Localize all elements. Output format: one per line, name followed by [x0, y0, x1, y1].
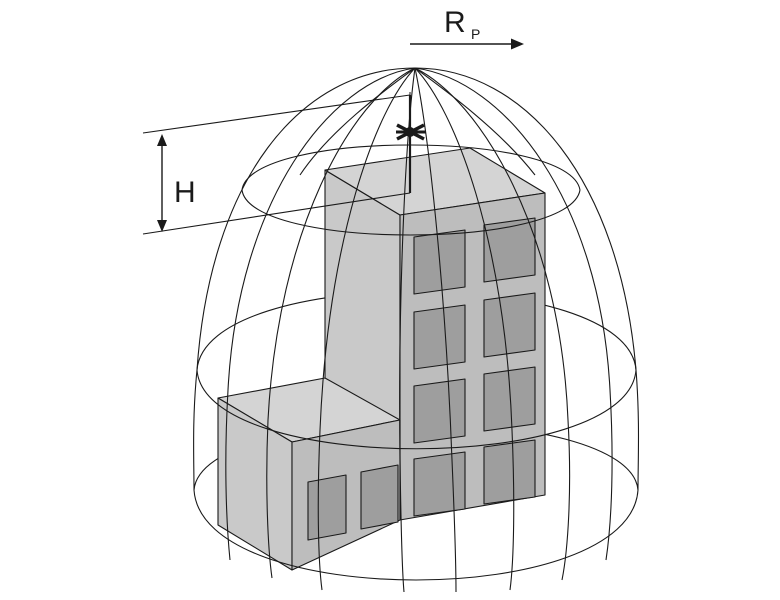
window — [483, 217, 536, 283]
height-dimension — [142, 94, 411, 235]
building — [217, 147, 546, 571]
annex-windows — [307, 464, 399, 541]
height-arrow-head-top — [157, 134, 167, 146]
meridian — [299, 67, 416, 176]
meridian — [193, 67, 416, 491]
dome-front — [193, 67, 640, 593]
meridian — [225, 67, 416, 561]
meridian — [414, 67, 640, 491]
tower-windows — [413, 217, 536, 517]
meridian — [414, 67, 457, 593]
radius-arrow — [410, 38, 524, 50]
window — [413, 378, 466, 444]
meridian — [399, 67, 416, 593]
radius-arrow-head — [511, 38, 524, 50]
radius-label: R — [444, 6, 466, 39]
window — [413, 451, 466, 517]
antenna-hub — [405, 127, 415, 137]
radius-label-subscript: P — [471, 26, 480, 42]
window — [307, 474, 347, 541]
meridian — [414, 67, 536, 176]
ring-bottom-front — [193, 489, 639, 581]
window — [483, 292, 536, 358]
height-extension-bottom — [142, 192, 411, 235]
meridian — [414, 67, 613, 561]
ring-top-front — [241, 189, 581, 236]
meridian — [317, 67, 416, 591]
window — [483, 439, 536, 505]
ring-middle-front — [196, 369, 637, 450]
height-extension-top — [142, 94, 411, 134]
window — [483, 366, 536, 432]
meridian — [414, 67, 571, 581]
height-arrow-head-bottom — [157, 220, 167, 232]
meridian — [414, 67, 515, 591]
height-label: H — [174, 176, 196, 209]
window — [413, 304, 466, 370]
meridian — [266, 67, 416, 579]
window — [360, 464, 399, 530]
